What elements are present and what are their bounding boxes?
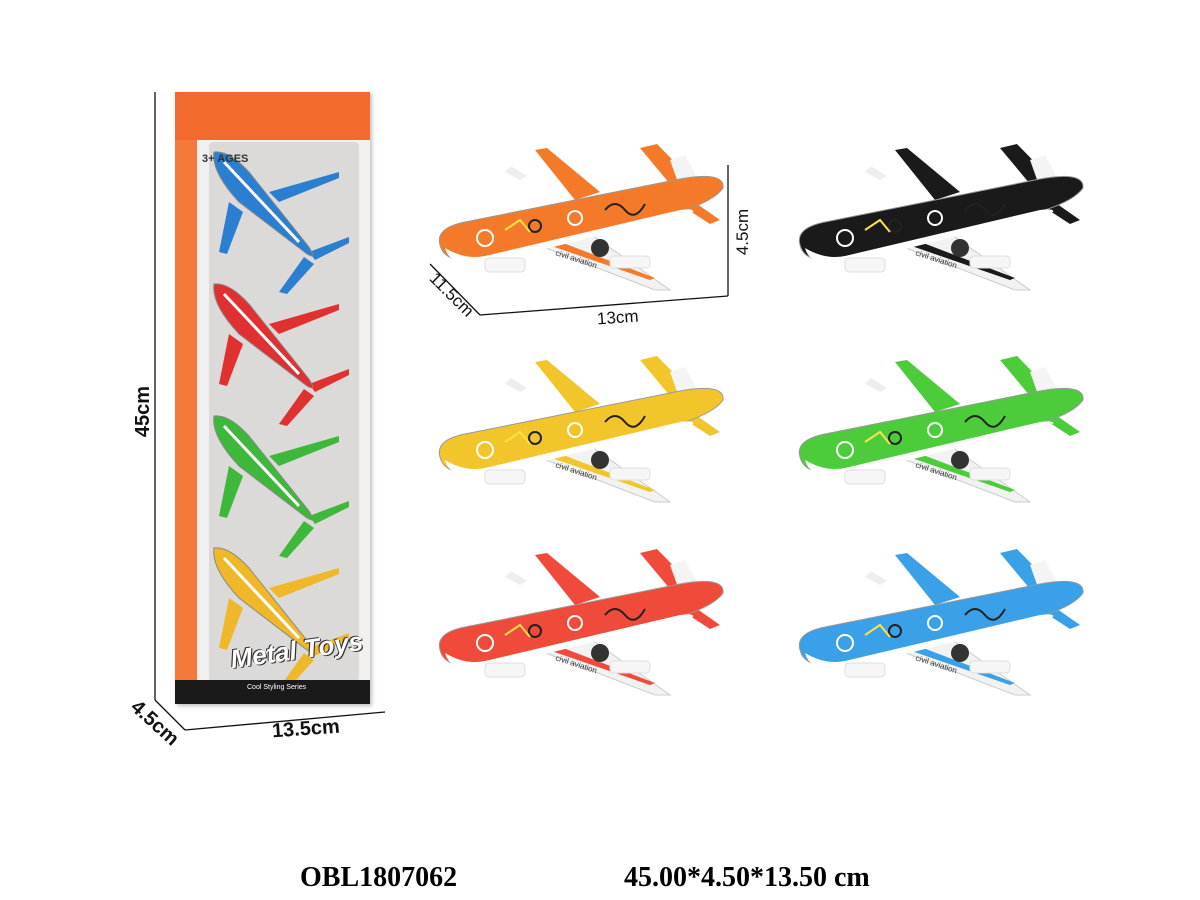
graffiti-pattern [476,415,646,459]
plane-3: civil aviation [438,356,724,503]
plane-1: civil aviation [438,144,724,291]
boxed-plane-4 [213,547,349,690]
front-wing-stripe [900,450,1015,492]
stand [484,662,526,678]
front-wing-stripe [540,238,655,280]
box-bottom-panel [175,680,370,704]
fuselage-belly [805,209,1054,265]
plane-5: civil aviation [438,549,724,696]
box-side-strip [175,140,197,680]
box-subtitle: Cool Styling Series [247,684,307,691]
fuselage-belly [445,614,694,670]
plane-2: civil aviation [798,144,1084,291]
back-wing [895,148,960,200]
wheel [591,451,609,469]
back-wing-tip [505,571,527,585]
carton-size: 45.00*4.50*13.50 cm [624,862,870,893]
back-wing-tip [505,378,527,392]
graffiti-pattern [836,608,1006,652]
back-wing-tip [505,166,527,180]
stand [484,257,526,273]
stand [609,660,651,674]
stand [484,469,526,485]
fuselage-belly [805,421,1054,477]
stand [969,255,1011,269]
back-wing-tip [865,571,887,585]
product-box: 3+ AGES Metal Toys Cool Styling Series [175,92,370,704]
graffiti-pattern [476,608,646,652]
plane-4: civil aviation [798,356,1084,503]
fuselage-belly [445,421,694,477]
front-wing-stripe [540,450,655,492]
boxed-plane-3 [213,415,349,558]
stand [844,469,886,485]
stand [609,255,651,269]
stand [969,467,1011,481]
box-window [209,142,359,690]
wheel [951,644,969,662]
wheel [591,239,609,257]
graffiti-pattern [836,415,1006,459]
plane-6: civil aviation [798,549,1084,696]
front-wing-stripe [900,643,1015,685]
boxed-plane-2 [213,283,349,426]
back-wing-tip [865,166,887,180]
back-wing [895,360,960,412]
wheel [951,451,969,469]
boxed-plane-1 [213,151,349,294]
back-wing [535,360,600,412]
graffiti-pattern [836,203,1006,247]
front-wing-stripe [900,238,1015,280]
front-wing-stripe [540,643,655,685]
back-wing-tip [865,378,887,392]
box-top-panel [175,92,370,140]
back-wing [895,553,960,605]
fuselage-belly [445,209,694,265]
age-label: 3+ AGES [202,153,249,165]
graffiti-pattern [476,203,646,247]
stand [844,257,886,273]
back-wing [535,148,600,200]
back-wing [535,553,600,605]
stand [969,660,1011,674]
wheel [951,239,969,257]
item-code: OBL1807062 [300,862,458,893]
wheel [591,644,609,662]
boxed-planes [213,151,349,690]
fuselage-belly [805,614,1054,670]
stand [844,662,886,678]
stand [609,467,651,481]
